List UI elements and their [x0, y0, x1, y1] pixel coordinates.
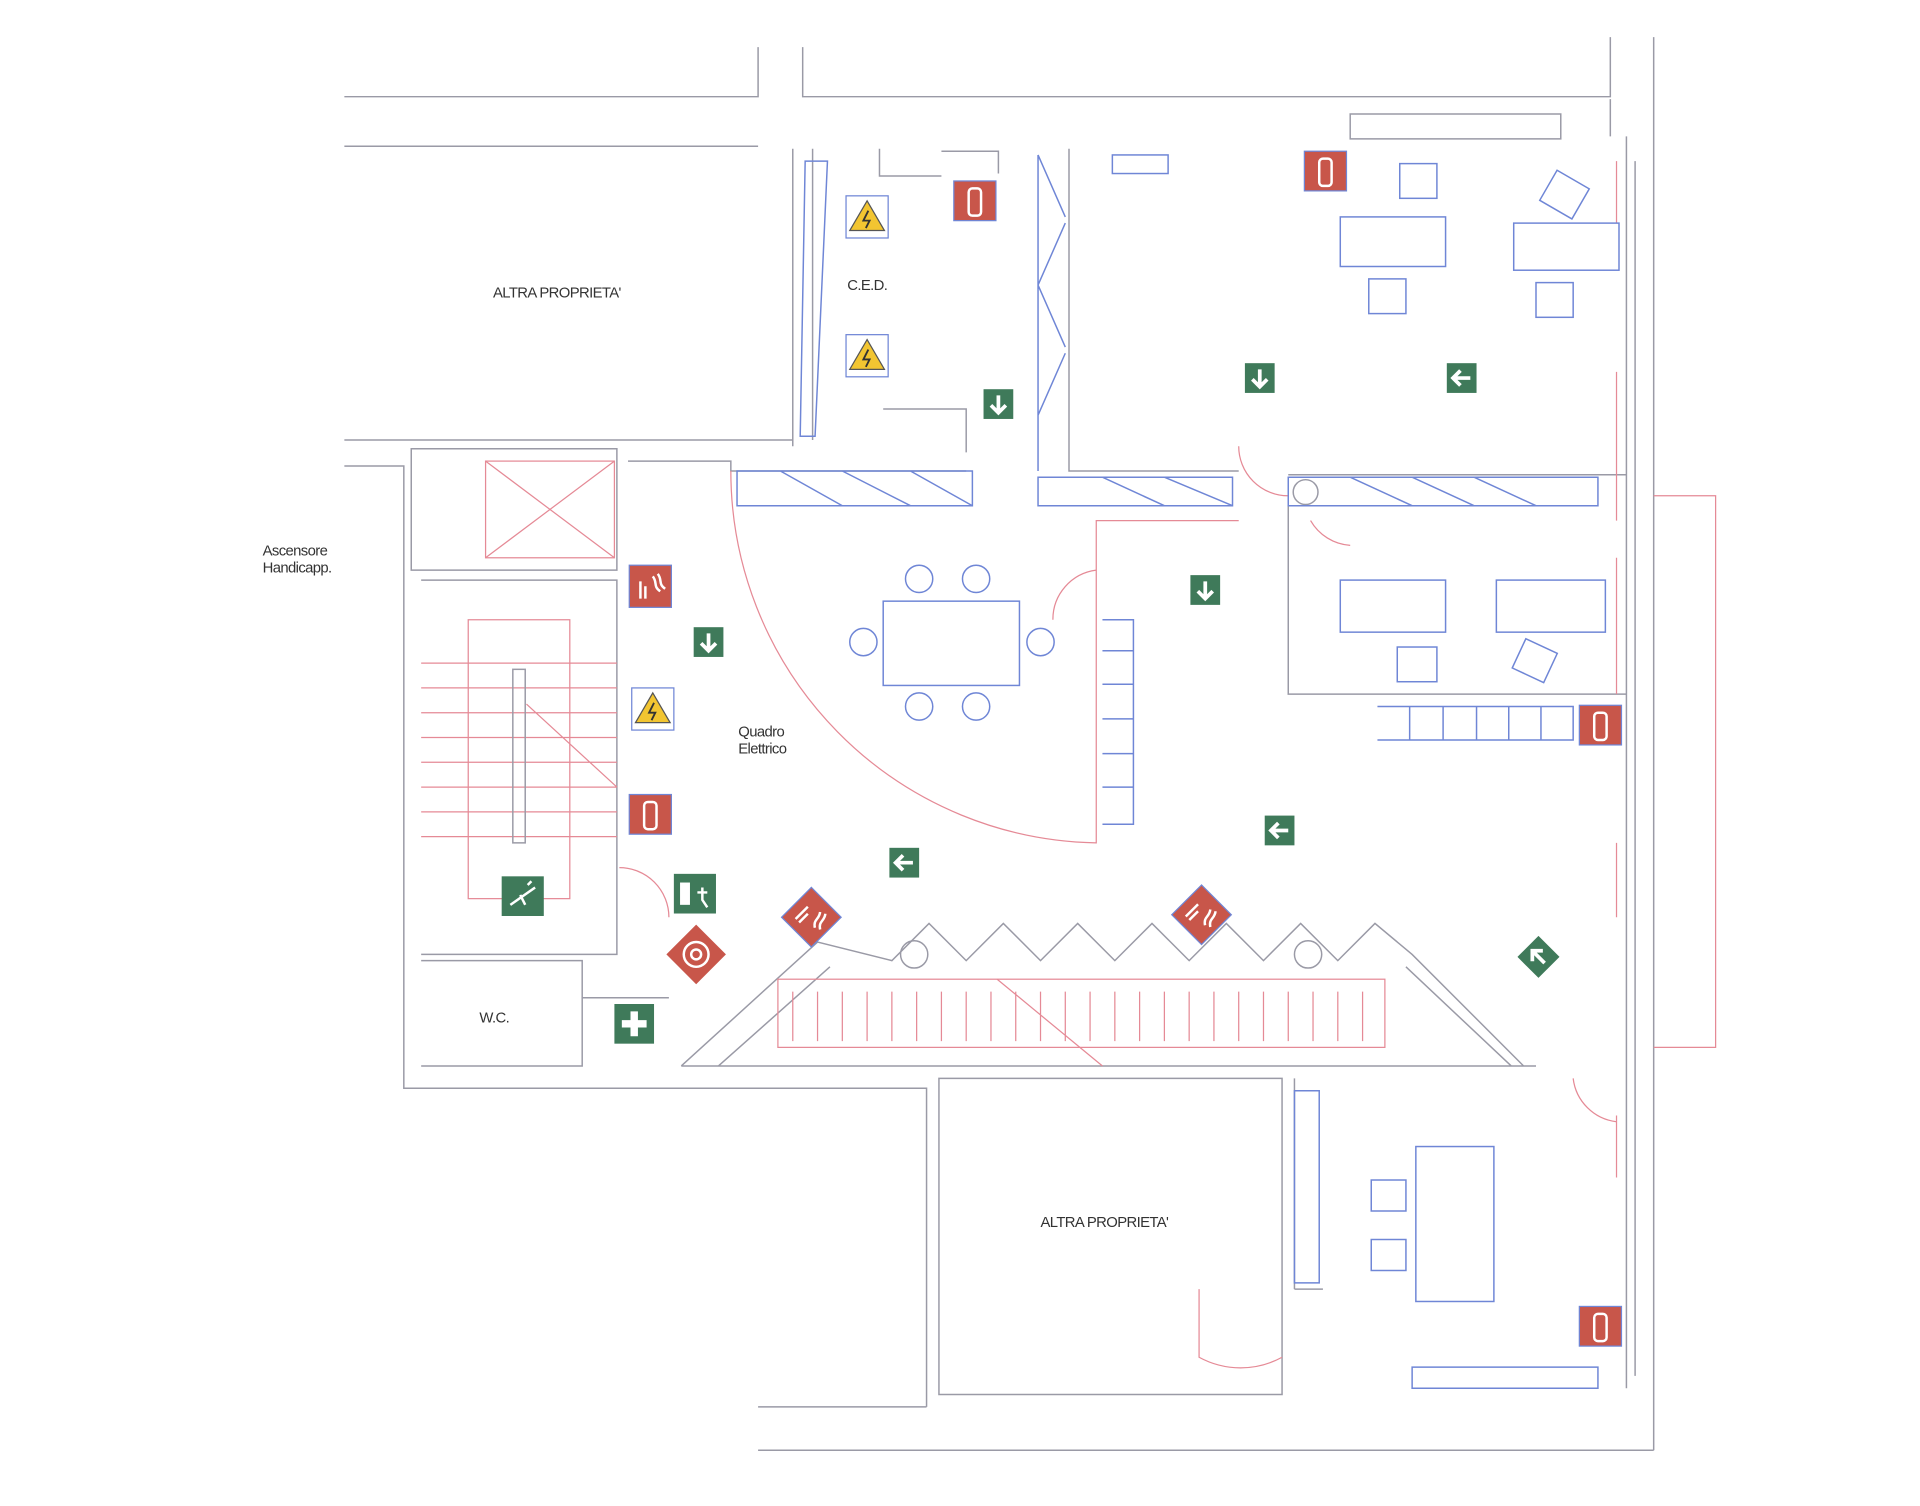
fire-extinguisher-icon: [1303, 149, 1348, 193]
exit-arrow-left-icon: [1444, 361, 1479, 395]
room-label-wc: W.C.: [479, 1011, 509, 1027]
label-ascensore-1: Ascensore: [263, 543, 328, 559]
fire-alarm-icon: [780, 886, 843, 949]
fire-extinguisher-icon: [628, 793, 673, 836]
walls: [344, 37, 1655, 1451]
stairs-and-elevator: [421, 161, 1717, 1369]
fire-extinguisher-icon: [1578, 704, 1623, 747]
warning-icon: [845, 333, 890, 378]
exit-arrow-down-icon: [691, 625, 726, 659]
room-label-ced: C.E.D.: [847, 278, 887, 294]
fire-extinguisher-icon: [1578, 1305, 1623, 1348]
exit-arrow-diagonal-icon: [1515, 934, 1562, 980]
label-quadro-2: Elettrico: [738, 742, 786, 758]
first-aid-icon: [614, 1004, 655, 1044]
fire-hose-icon: [666, 924, 726, 985]
warning-icon: [845, 194, 890, 239]
exit-arrow-down-icon: [1188, 573, 1222, 607]
exit-arrow-left-icon: [1262, 813, 1297, 848]
exit-arrow-left-icon: [887, 845, 921, 880]
exit-arrow-down-icon: [981, 387, 1016, 421]
room-label-altra-proprieta-bottom: ALTRA PROPRIETA': [1041, 1215, 1170, 1231]
fire-extinguisher-icon: [952, 179, 998, 222]
furniture: [736, 154, 1620, 1389]
emergency-exit-icon: [673, 873, 716, 914]
fire-alarm-icon: [1170, 883, 1233, 946]
warning-icon: [630, 686, 675, 731]
label-ascensore-2: Handicapp.: [263, 561, 332, 577]
room-label-altra-proprieta-top: ALTRA PROPRIETA': [493, 285, 622, 301]
exit-arrow-down-icon: [1243, 361, 1277, 395]
label-quadro-1: Quadro: [738, 724, 784, 740]
fire-alarm-icon: [628, 563, 673, 609]
emergency-exit-icon: [501, 876, 544, 916]
